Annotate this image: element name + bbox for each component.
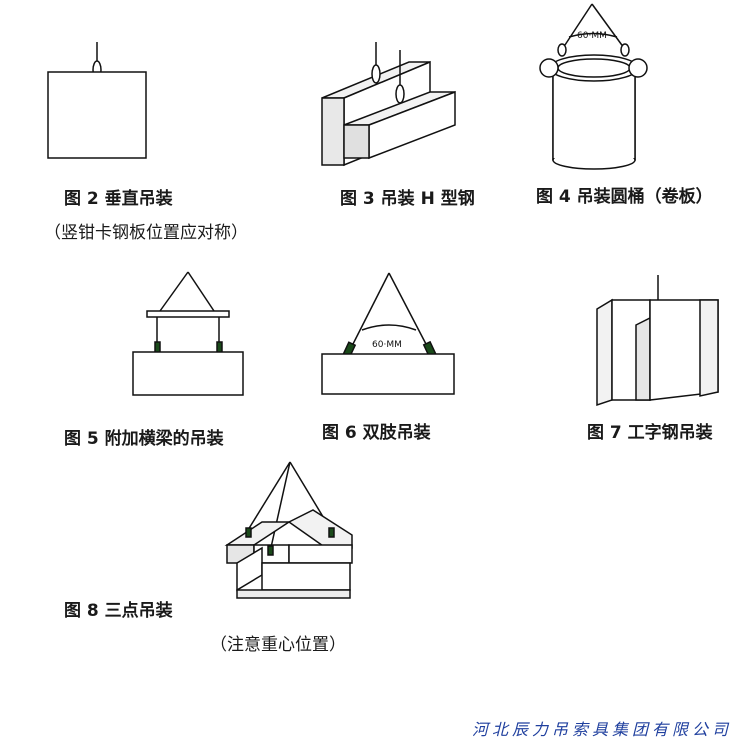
fig5-sling-right	[187, 271, 215, 312]
fig4-clamp-left	[539, 58, 559, 78]
fig8-note: （注意重心位置）	[210, 635, 346, 655]
fig8-sling-1	[247, 461, 291, 531]
fig3-caption: 图 3 吊装 H 型钢	[340, 189, 475, 209]
fig5-spreader-beam	[146, 310, 230, 318]
fig6-drawing	[321, 272, 455, 395]
fig3-end-face	[321, 97, 345, 166]
fig4-drawing	[539, 3, 648, 170]
fig8-sling-2	[269, 461, 291, 553]
fig8-drawing	[224, 461, 353, 599]
fig4-sling-right	[591, 3, 625, 49]
fig2-steel-plate	[47, 71, 147, 159]
fig8-clamp-1	[245, 527, 252, 538]
fig5-caption: 图 5 附加横梁的吊装	[64, 429, 224, 449]
fig4-sling-left	[562, 3, 593, 49]
fig7-caption: 图 7 工字钢吊装	[587, 423, 713, 443]
fig7-web-shadow	[635, 316, 651, 401]
fig4-caption: 图 4 吊装圆桶（卷板）	[536, 187, 713, 207]
fig6-steel-plate	[321, 353, 455, 395]
fig8-top-left	[224, 521, 292, 546]
fig4-angle-label: 60·MM	[577, 31, 607, 41]
fig8-clamp-2	[267, 545, 274, 556]
fig3-clamp-1	[371, 64, 381, 84]
fig8-side-right	[288, 544, 353, 564]
fig6-sling-left	[351, 272, 390, 347]
fig2-caption: 图 2 垂直吊装	[64, 189, 173, 209]
fig2-drawing	[47, 42, 147, 159]
fig8-lower-body	[261, 562, 351, 591]
fig6-sling-right	[388, 272, 428, 347]
fig5-drawing	[132, 271, 244, 396]
fig8-caption: 图 8 三点吊装	[64, 601, 173, 621]
fig8-top-right	[287, 509, 353, 549]
fig4-hook-right	[620, 43, 630, 57]
company-name: 河北辰力吊索具集团有限公司	[471, 720, 732, 739]
fig4-angle-arc	[568, 32, 618, 38]
fig2-note: （竖钳卡钢板位置应对称）	[44, 223, 248, 243]
fig6-angle-arc	[361, 324, 417, 331]
fig7-flange-left-side	[596, 298, 613, 407]
fig3-drawing	[321, 42, 456, 167]
fig4-clamp-right	[628, 58, 648, 78]
fig5-steel-plate	[132, 351, 244, 396]
fig6-caption: 图 6 双肢吊装	[322, 423, 431, 443]
fig3-end-face-2	[343, 124, 370, 159]
fig7-flange-right-side	[699, 299, 719, 397]
fig7-drawing	[596, 275, 719, 407]
fig5-sling-left	[159, 271, 189, 312]
fig4-hook-left	[557, 43, 567, 57]
fig8-clamp-3	[328, 527, 335, 538]
fig3-clamp-2	[395, 84, 405, 104]
fig8-base	[236, 589, 351, 599]
fig6-angle-label: 60·MM	[372, 340, 402, 350]
